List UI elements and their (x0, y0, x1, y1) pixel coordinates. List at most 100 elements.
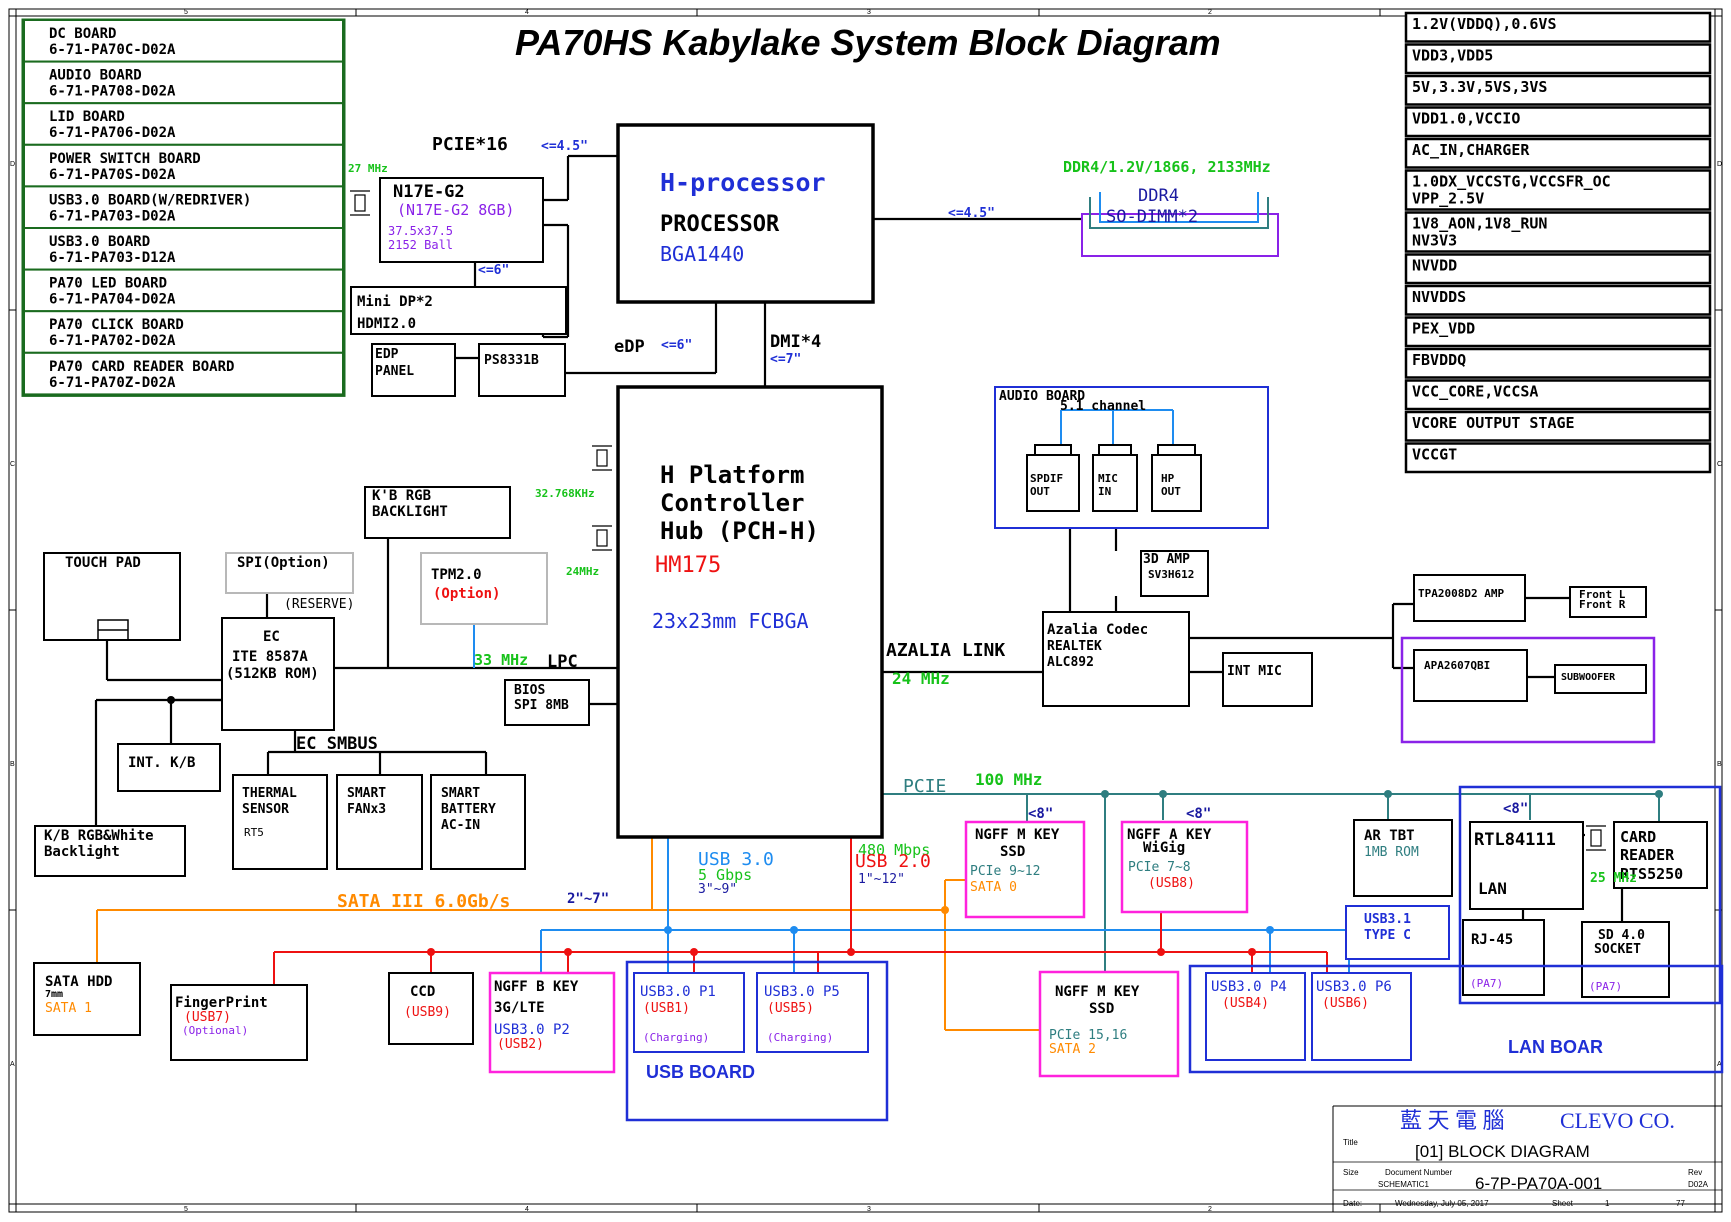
power-rail-label: NVVDDS (1412, 288, 1466, 306)
azalia-link-label: AZALIA LINK (886, 640, 1005, 661)
audio-board-label: AUDIO BOARD (999, 389, 1085, 404)
ccd-block: CCD (USB9) (388, 972, 474, 1045)
3d-amp-label: 3D AMP (1143, 552, 1190, 567)
ddr-spec: DDR4/1.2V/1866, 2133MHz (1063, 158, 1271, 176)
usb-p4-port: (USB4) (1222, 996, 1269, 1011)
board-part-number: 6-71-PA708-D02A (49, 84, 176, 100)
docnum-field-label: Document Number (1385, 1168, 1452, 1177)
hp-out-jack: HP OUT (1151, 444, 1202, 512)
size-value: SCHEMATIC1 (1378, 1180, 1430, 1189)
codec-vendor: REALTEK (1047, 639, 1102, 654)
kb-white-label: Backlight (44, 844, 120, 860)
smart-battery-block: SMART BATTERY AC-IN (430, 774, 526, 870)
codec-part: ALC892 (1047, 655, 1094, 670)
power-rail-item (1404, 43, 1712, 75)
power-rail-label: NVVDD (1412, 257, 1457, 275)
power-rail-label: VPP_2.5V (1412, 190, 1484, 208)
subwoofer-group: APA2607QBI SUBWOOFER (1400, 636, 1656, 744)
ddr-length: <=4.5" (948, 206, 995, 221)
usb-board-group: USB3.0 P1 (USB1) (Charging) USB3.0 P5 (U… (625, 960, 889, 1122)
fingerprint-note: (Optional) (182, 1024, 248, 1037)
ngff-a-label: NGFF A KEY (1127, 827, 1212, 843)
int-mic-label: INT MIC (1227, 664, 1282, 679)
ar-tbt-label: AR TBT (1364, 828, 1415, 844)
ngff-b-label: NGFF B KEY (494, 979, 579, 995)
ps8331b-label: PS8331B (484, 353, 539, 368)
usb-p5-charging: (Charging) (767, 1031, 833, 1044)
usb-p4-p6-group: USB3.0 P4 (USB4) USB3.0 P6 (USB6) (1188, 964, 1724, 1074)
usb31-typec-block: USB3.1 TYPE C (1345, 905, 1450, 960)
power-rail-label: VCORE OUTPUT STAGE (1412, 414, 1575, 432)
sata-junction (941, 906, 949, 914)
rj45-note: (PA7) (1470, 977, 1503, 990)
sheet-value: 1 (1605, 1199, 1610, 1208)
board-name: LID BOARD (49, 109, 125, 125)
spi-option-label: SPI(Option) (237, 555, 330, 571)
edp-panel-label: PANEL (375, 364, 414, 379)
wires-usb2 (273, 837, 1328, 985)
front-speaker-label: Front L (1579, 588, 1626, 601)
rtl-label: RTL84111 (1474, 830, 1556, 850)
hp-out-label: OUT (1161, 485, 1181, 498)
pch-block: H Platform Controller Hub (PCH-H) HM175 … (616, 385, 884, 839)
tpa-amp-block: TPA2008D2 AMP (1413, 574, 1526, 622)
frame-col-label: 2 (1208, 9, 1212, 16)
int-kb-label: INT. K/B (128, 755, 195, 771)
tpm-label: TPM2.0 (431, 567, 482, 583)
board-name: PA70 CARD READER BOARD (49, 359, 234, 375)
hdd-sata: SATA 1 (45, 1001, 92, 1016)
ar-tbt-block: AR TBT 1MB ROM (1353, 819, 1453, 897)
lpc-label: LPC (547, 652, 578, 672)
dmi-label: DMI*4 (770, 332, 821, 352)
ccd-label: CCD (410, 984, 435, 1000)
spdif-label: OUT (1030, 485, 1050, 498)
usb2-length: 1"~12" (858, 872, 905, 887)
ngff-b-key-block: NGFF B KEY 3G/LTE USB3.0 P2 (USB2) (488, 971, 616, 1074)
board-part-number: 6-71-PA703-D02A (49, 208, 176, 224)
document-title: [01] BLOCK DIAGRAM (1415, 1142, 1590, 1161)
azalia-codec-block: Azalia Codec REALTEK ALC892 (1042, 611, 1190, 707)
thermal-label: SENSOR (242, 802, 289, 817)
kb-rgb-backlight-block: K'B RGB BACKLIGHT (364, 486, 511, 539)
power-rail-item (1404, 410, 1712, 442)
ngff-a-key-wigig: NGFF A KEY WiGig PCIe 7~8 (USB8) (1120, 820, 1249, 914)
ngff-m2-ssd: SSD (1089, 1001, 1114, 1017)
board-list-item (23, 310, 344, 354)
wires-pcie (882, 793, 1660, 972)
sd-socket-note: (PA7) (1589, 980, 1622, 993)
edp-panel-label: EDP (375, 347, 399, 362)
cpu-package: BGA1440 (660, 242, 744, 266)
edp-panel-block: EDP PANEL (371, 343, 456, 397)
board-list-item (23, 143, 344, 188)
ngff-m2-pcie: PCIe 15,16 (1049, 1028, 1127, 1043)
thermal-label: THERMAL (242, 786, 297, 801)
usb2-junctions (427, 948, 1256, 956)
card-reader-label: CARD (1620, 828, 1656, 846)
usb2-speed: 480 Mbps (858, 841, 930, 859)
front-speaker-block: Front L Front R (1569, 586, 1647, 618)
sd-socket-label: SD 4.0 (1598, 928, 1645, 943)
pcie16-length: <=4.5" (541, 139, 588, 154)
edp-length: <=6" (661, 338, 692, 353)
pcie-clock: 100 MHz (975, 770, 1042, 789)
power-rail-item (1404, 316, 1712, 348)
power-rail-label: VDD3,VDD5 (1412, 47, 1493, 65)
kb-white-label: K/B RGB&White (44, 828, 154, 844)
ec-rom: (512KB ROM) (226, 666, 319, 682)
gpu-ball: 2152 Ball (388, 238, 453, 252)
hdd-size: 7mm (45, 989, 63, 1000)
ec-chip: ITE 8587A (232, 649, 308, 665)
pch-chip: HM175 (655, 553, 721, 578)
power-rail-item (1404, 442, 1712, 474)
company-name: CLEVO CO. (1560, 1108, 1675, 1133)
sata-hdd-block: SATA HDD 7mm SATA 1 (33, 962, 141, 1036)
card-reader-part: RTS5250 (1620, 865, 1683, 883)
reserve-label: (RESERVE) (284, 597, 354, 612)
audio-board-block: AUDIO BOARD 5.1 channel (994, 386, 1269, 529)
smart-fan-block: SMART FANx3 (336, 774, 423, 870)
ngff-m2-sata: SATA 2 (1049, 1042, 1096, 1057)
usb2-label: USB 2.0 (855, 851, 931, 872)
kb-rgb-label: K'B RGB (372, 488, 431, 504)
3d-amp-part: SV3H612 (1148, 568, 1194, 581)
usb-board-label: USB BOARD (646, 1062, 755, 1082)
